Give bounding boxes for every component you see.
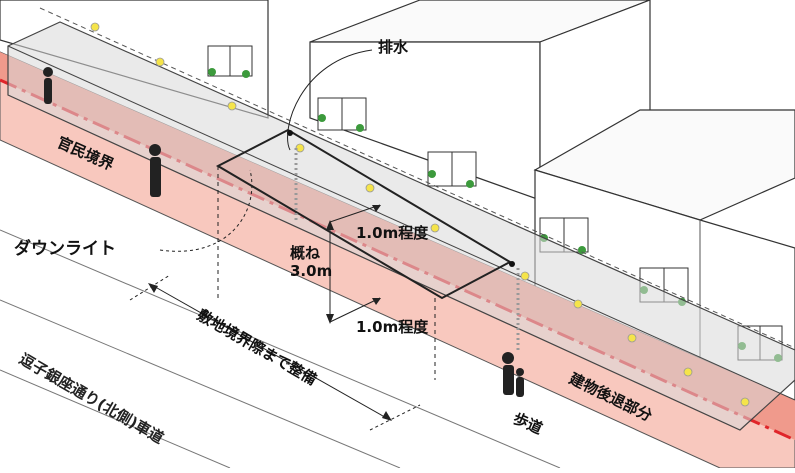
label-height-line1: 概ね	[290, 244, 320, 262]
posts	[294, 148, 520, 350]
dimension-arrowheads	[148, 205, 392, 421]
downlight-lamps	[90, 22, 750, 407]
canopy	[7, 21, 795, 431]
label-downlight: ダウンライト	[14, 238, 116, 259]
drain-point	[287, 130, 293, 136]
label-height-line2: 3.0m	[290, 262, 332, 280]
label-spacing-2: 1.0m程度	[356, 318, 429, 336]
label-spacing-1: 1.0m程度	[356, 224, 429, 242]
road-lines	[0, 229, 561, 469]
drain-point-2	[509, 261, 515, 267]
pedestrians	[43, 67, 524, 397]
label-drainage: 排水	[378, 38, 409, 56]
dimensions	[129, 49, 436, 431]
